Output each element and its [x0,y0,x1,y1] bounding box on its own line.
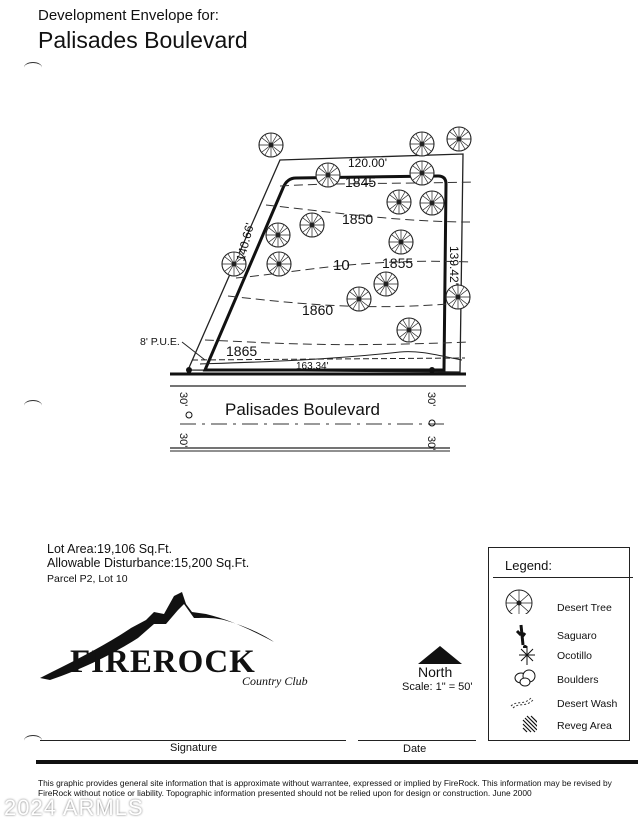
legend-label: Desert Wash [557,698,618,710]
row-width-label: 30' [425,392,437,406]
lot-number-label: 10 [333,257,350,274]
desert-tree-icon [409,131,435,157]
punch-hole-mark [24,735,42,746]
easement-line [191,357,466,361]
desert-tree-icon [299,212,325,238]
lot-corner-marker [186,367,192,373]
desert-tree-icon [266,251,292,277]
footer-divider [36,760,638,764]
allowable-disturbance-text: Allowable Disturbance:15,200 Sq.Ft. [47,556,250,570]
desert-tree-icon [445,284,471,310]
lot-boundary [187,153,464,373]
desert-tree-icon [386,189,412,215]
legend-panel: Legend: Desert Tree Saguaro Ocotillo Bou… [488,547,633,741]
legend-item-saguaro: Saguaro [489,620,629,648]
ocotillo-icon [519,646,535,665]
legend-label: Reveg Area [557,720,612,732]
signature-label: Signature [170,742,218,754]
lot-corner-marker [429,367,435,373]
document-title: Palisades Boulevard [38,27,248,53]
row-width-label: 30' [177,392,189,406]
desert-tree-icon [258,132,284,158]
wash-line [199,351,463,365]
lot-area-text: Lot Area:19,106 Sq.Ft. [47,542,173,556]
scale-label: Scale: 1" = 50' [402,681,473,693]
date-label: Date [403,743,427,755]
contour-label: 1860 [302,302,333,318]
street-name-label: Palisades Boulevard [225,400,380,419]
contour-line [235,260,471,279]
desert-tree-icon [419,190,445,216]
contour-line [204,339,471,346]
legend-item-reveg-area: Reveg Area [489,712,629,734]
legend-label: Boulders [557,674,599,686]
north-arrow-icon [418,646,462,664]
desert-tree-icon [315,162,341,188]
watermark-text: 2024 ARMLS [4,795,144,820]
saguaro-icon [515,624,527,648]
disclaimer-text: This graphic provides general site infor… [38,778,612,798]
contour-line [279,181,476,187]
contour-label: 1845 [345,174,376,190]
easement-leader [181,341,206,361]
top-dimension-label: 120.00' [348,156,387,170]
bottom-dimension-label: 163.34' [296,361,329,372]
legend-label: Saguaro [557,630,597,642]
desert-tree-icon [396,317,422,343]
firerock-mountain-logo [40,592,274,680]
legend-item-boulders: Boulders [489,666,629,688]
contour-label: 1850 [342,211,373,227]
monument-marker [428,419,436,427]
signature-line[interactable] [40,740,346,741]
site-plan-drawing: 120.00' 140.66' 139.42' 163.34' 1845 185… [140,126,476,452]
document-subtitle: Development Envelope for: [38,7,219,24]
building-envelope [202,174,448,372]
reveg-area-icon [522,715,537,733]
logo-tagline: Country Club [242,674,308,688]
desert-wash-icon [510,697,534,709]
contour-label: 1855 [382,255,413,271]
legend-item-desert-wash: Desert Wash [489,690,629,712]
desert-tree-icon [446,126,472,152]
legend-label: Desert Tree [557,602,612,614]
punch-hole-mark [24,62,42,73]
legend-title: Legend: [493,552,633,578]
easement-label: 8' P.U.E. [140,336,180,348]
row-width-label: 30' [177,433,189,447]
right-dimension-label: 139.42' [447,246,461,285]
north-label: North [418,664,453,680]
legend-item-ocotillo: Ocotillo [489,644,629,666]
legend-label: Ocotillo [557,650,593,662]
contour-label: 1865 [226,343,257,359]
desert-tree-icon [409,160,435,186]
date-line[interactable] [358,740,476,741]
logo-wordmark: FIREROCK [70,644,256,680]
contour-line [265,204,471,223]
legend-item-desert-tree: Desert Tree [489,588,629,614]
boulders-icon [514,669,536,687]
desert-tree-icon [373,271,399,297]
desert-tree-icon [388,229,414,255]
desert-tree-icon [265,222,291,248]
punch-hole-mark [24,400,42,411]
parcel-text: Parcel P2, Lot 10 [47,573,128,585]
desert-tree-icon [346,286,372,312]
monument-marker [185,411,193,419]
row-width-label: 30' [425,436,437,450]
desert-tree-icon [505,589,533,614]
